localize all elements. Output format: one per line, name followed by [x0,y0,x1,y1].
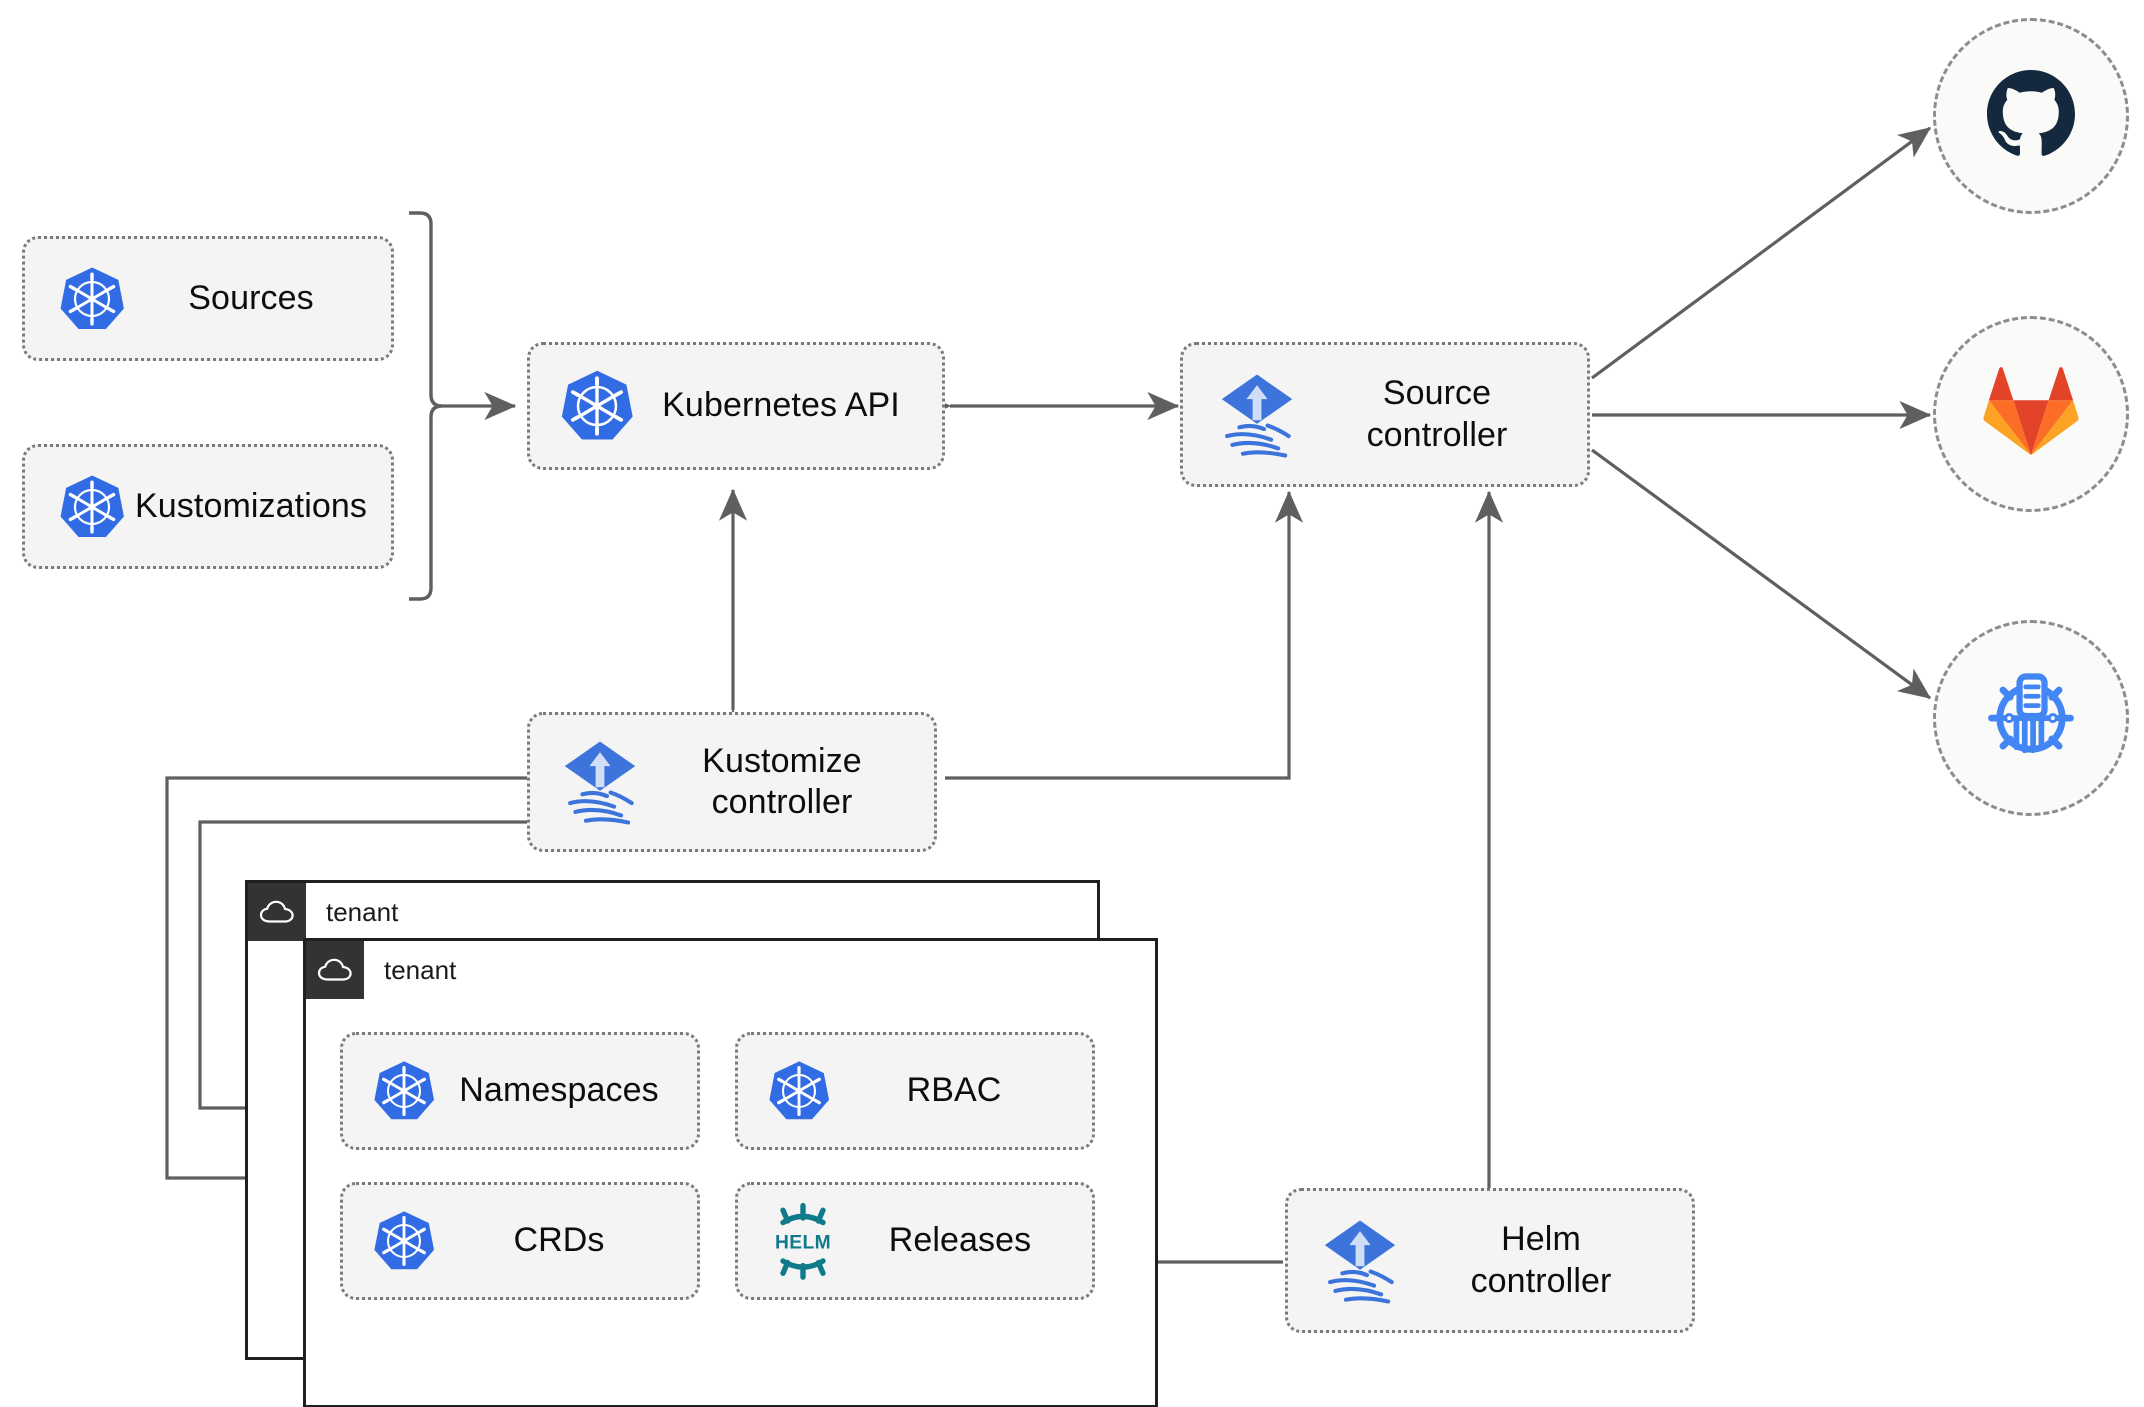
kubernetes-icon [373,1059,435,1123]
wire-source-bucket [1591,448,1932,700]
node-label: Kustomize controller [702,741,862,821]
svg-text:HELM: HELM [775,1233,831,1254]
node-label: Source controller [1366,374,1508,454]
tenant-header: tenant [306,941,456,999]
tenant-header: tenant [248,883,398,941]
kubernetes-icon [59,473,125,541]
node-source-controller[interactable]: Source controller [1180,342,1590,487]
node-crds[interactable]: CRDs [340,1182,700,1300]
provider-bucket[interactable] [1933,620,2129,816]
node-releases[interactable]: HELM Releases [735,1182,1095,1300]
node-label: Kubernetes API [662,386,900,425]
node-label: Helm controller [1470,1220,1612,1300]
node-label: Kustomizations [135,486,367,525]
cloud-icon [248,883,306,941]
provider-github[interactable] [1933,18,2129,214]
bucket-icon [1979,664,2083,773]
node-label: Sources [188,278,314,317]
tenant-name: tenant [326,897,399,927]
node-label: Namespaces [459,1071,659,1110]
node-kubernetes-api[interactable]: Kubernetes API [527,342,945,470]
gitlab-icon [1982,365,2080,464]
flux-icon [556,736,644,828]
flux-icon [1316,1215,1404,1307]
kubernetes-icon [560,368,634,444]
wire-source-github [1591,126,1932,380]
kubernetes-icon [373,1209,435,1273]
github-icon [1981,64,2081,169]
flux-icon [1213,369,1301,461]
node-kustomize-controller[interactable]: Kustomize controller [527,712,937,852]
tenant-box-inner: tenant [303,938,1158,1407]
node-label: RBAC [906,1071,1002,1110]
kubernetes-icon [768,1059,830,1123]
helm-icon: HELM [764,1201,842,1281]
node-label: CRDs [513,1221,605,1260]
node-kustomizations[interactable]: Kustomizations [22,444,394,569]
node-sources[interactable]: Sources [22,236,394,361]
kubernetes-icon [59,265,125,333]
node-namespaces[interactable]: Namespaces [340,1032,700,1150]
group-brace [409,211,443,601]
cloud-icon [306,941,364,999]
node-helm-controller[interactable]: Helm controller [1285,1188,1695,1333]
wire-kustomize-source [945,490,1304,780]
node-label: Releases [888,1221,1032,1260]
node-rbac[interactable]: RBAC [735,1032,1095,1150]
provider-gitlab[interactable] [1933,316,2129,512]
tenant-name: tenant [384,955,457,985]
